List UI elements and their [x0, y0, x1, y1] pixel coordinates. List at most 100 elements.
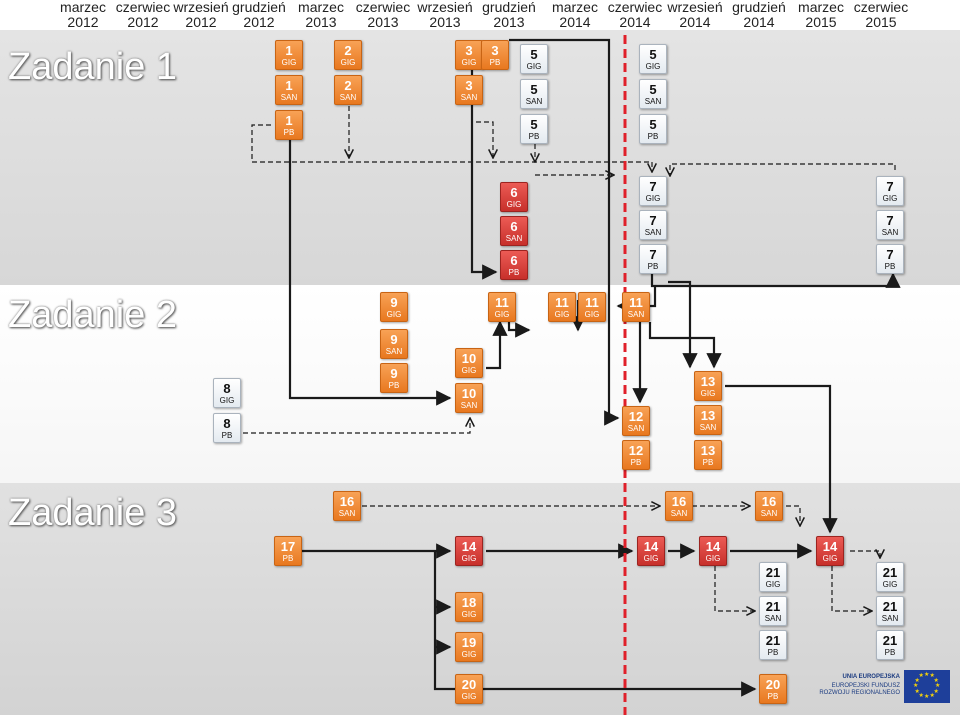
- task-number: 7: [886, 213, 894, 228]
- dependency-arrow: [725, 384, 838, 534]
- task-code: SAN: [627, 424, 645, 433]
- dependency-arrow: [470, 55, 498, 280]
- task-number: 7: [649, 247, 657, 262]
- task-number: 21: [882, 565, 898, 580]
- task-number: 18: [461, 595, 477, 610]
- task-number: 5: [649, 47, 657, 62]
- task-code: SAN: [644, 228, 662, 237]
- star-icon: ★: [924, 694, 930, 700]
- task-number: 1: [285, 43, 293, 58]
- task-code: SAN: [339, 93, 357, 102]
- star-icon: ★: [929, 692, 935, 699]
- task-number: 7: [649, 213, 657, 228]
- task-code: PB: [767, 648, 779, 657]
- task-number: 20: [461, 677, 477, 692]
- header-year: 2012: [243, 14, 275, 30]
- task-code: PB: [283, 128, 295, 137]
- task-code: PB: [528, 132, 540, 141]
- task-code: PB: [647, 132, 659, 141]
- task-number: 17: [280, 539, 296, 554]
- task-number: 13: [700, 443, 716, 458]
- section-label-zadanie-3: Zadanie 3: [8, 492, 178, 534]
- task-number: 11: [629, 295, 643, 310]
- dependency-arrow: [471, 110, 493, 158]
- star-icon: ★: [924, 672, 930, 678]
- header-month: grudzień: [482, 0, 536, 15]
- star-icon: ★: [914, 677, 920, 684]
- star-icon: ★: [918, 673, 924, 680]
- dependency-arrow: [288, 140, 452, 406]
- dependency-arrow: [251, 124, 652, 172]
- task-code: GIG: [340, 58, 356, 67]
- task-number: 9: [390, 366, 398, 381]
- task-number: 9: [390, 295, 398, 310]
- task-code: SAN: [699, 423, 717, 432]
- task-number: 10: [461, 386, 477, 401]
- dependency-arrow: [509, 38, 620, 426]
- task-code: PB: [282, 554, 294, 563]
- header-month: wrzesień: [417, 0, 473, 15]
- dependency-arrow: [650, 272, 901, 288]
- task-number: 14: [822, 539, 838, 554]
- task-number: 12: [628, 409, 644, 424]
- task-number: 16: [671, 494, 687, 509]
- dependency-arrow: [786, 505, 800, 526]
- task-code: SAN: [627, 310, 645, 319]
- header-year: 2013: [367, 14, 399, 30]
- task-code: SAN: [460, 93, 478, 102]
- task-code: GIG: [386, 310, 402, 319]
- task-code: PB: [647, 262, 659, 271]
- eu-flag-icon: ★★★★★★★★★★★★: [904, 670, 950, 703]
- task-number: 2: [344, 43, 352, 58]
- task-number: 8: [223, 416, 231, 431]
- task-code: SAN: [280, 93, 298, 102]
- header-year: 2014: [559, 14, 591, 30]
- star-icon: ★: [914, 688, 920, 695]
- header-month: czerwiec: [355, 0, 411, 15]
- task-number: 21: [882, 599, 898, 614]
- header-month: grudzień: [732, 0, 786, 15]
- header-month: wrzesień: [173, 0, 229, 15]
- task-code: GIG: [461, 610, 477, 619]
- star-icon: ★: [918, 692, 924, 699]
- task-code: PB: [221, 431, 233, 440]
- dependency-arrow: [850, 551, 880, 558]
- task-number: 21: [765, 565, 781, 580]
- logo-line-2: EUROPEJSKI FUNDUSZ: [831, 683, 900, 689]
- task-number: 11: [555, 295, 569, 310]
